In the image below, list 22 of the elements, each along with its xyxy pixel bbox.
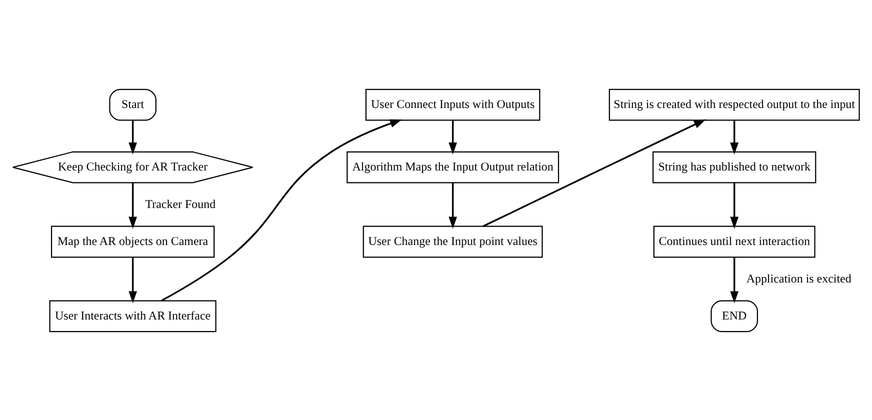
node-box: Continues until next interaction bbox=[653, 225, 816, 258]
node-box: END bbox=[710, 300, 758, 332]
node-box: String is created with respected output to the input bbox=[608, 88, 860, 120]
node-box: User Interacts with AR Interface bbox=[49, 300, 216, 332]
node-box: String has published to network bbox=[652, 150, 816, 183]
arrow bbox=[448, 182, 458, 228]
arrow bbox=[482, 118, 706, 226]
arrow bbox=[128, 120, 138, 154]
node-box: Algorithm Maps the Input Output relation bbox=[346, 150, 560, 183]
arrow bbox=[730, 256, 739, 303]
node-box: Start bbox=[109, 88, 156, 120]
arrow bbox=[128, 182, 138, 228]
edge-label: Application is excited bbox=[746, 271, 852, 286]
node-box: Map the AR objects on Camera bbox=[50, 225, 215, 258]
edge-label: Tracker Found bbox=[145, 196, 216, 211]
arrow bbox=[448, 120, 458, 154]
arrow bbox=[160, 118, 402, 301]
node-box: User Connect Inputs with Outputs bbox=[365, 88, 540, 120]
node-box: User Change the Input point values bbox=[362, 225, 543, 258]
arrow bbox=[730, 120, 739, 154]
arrow bbox=[128, 256, 137, 303]
arrow bbox=[730, 182, 739, 228]
